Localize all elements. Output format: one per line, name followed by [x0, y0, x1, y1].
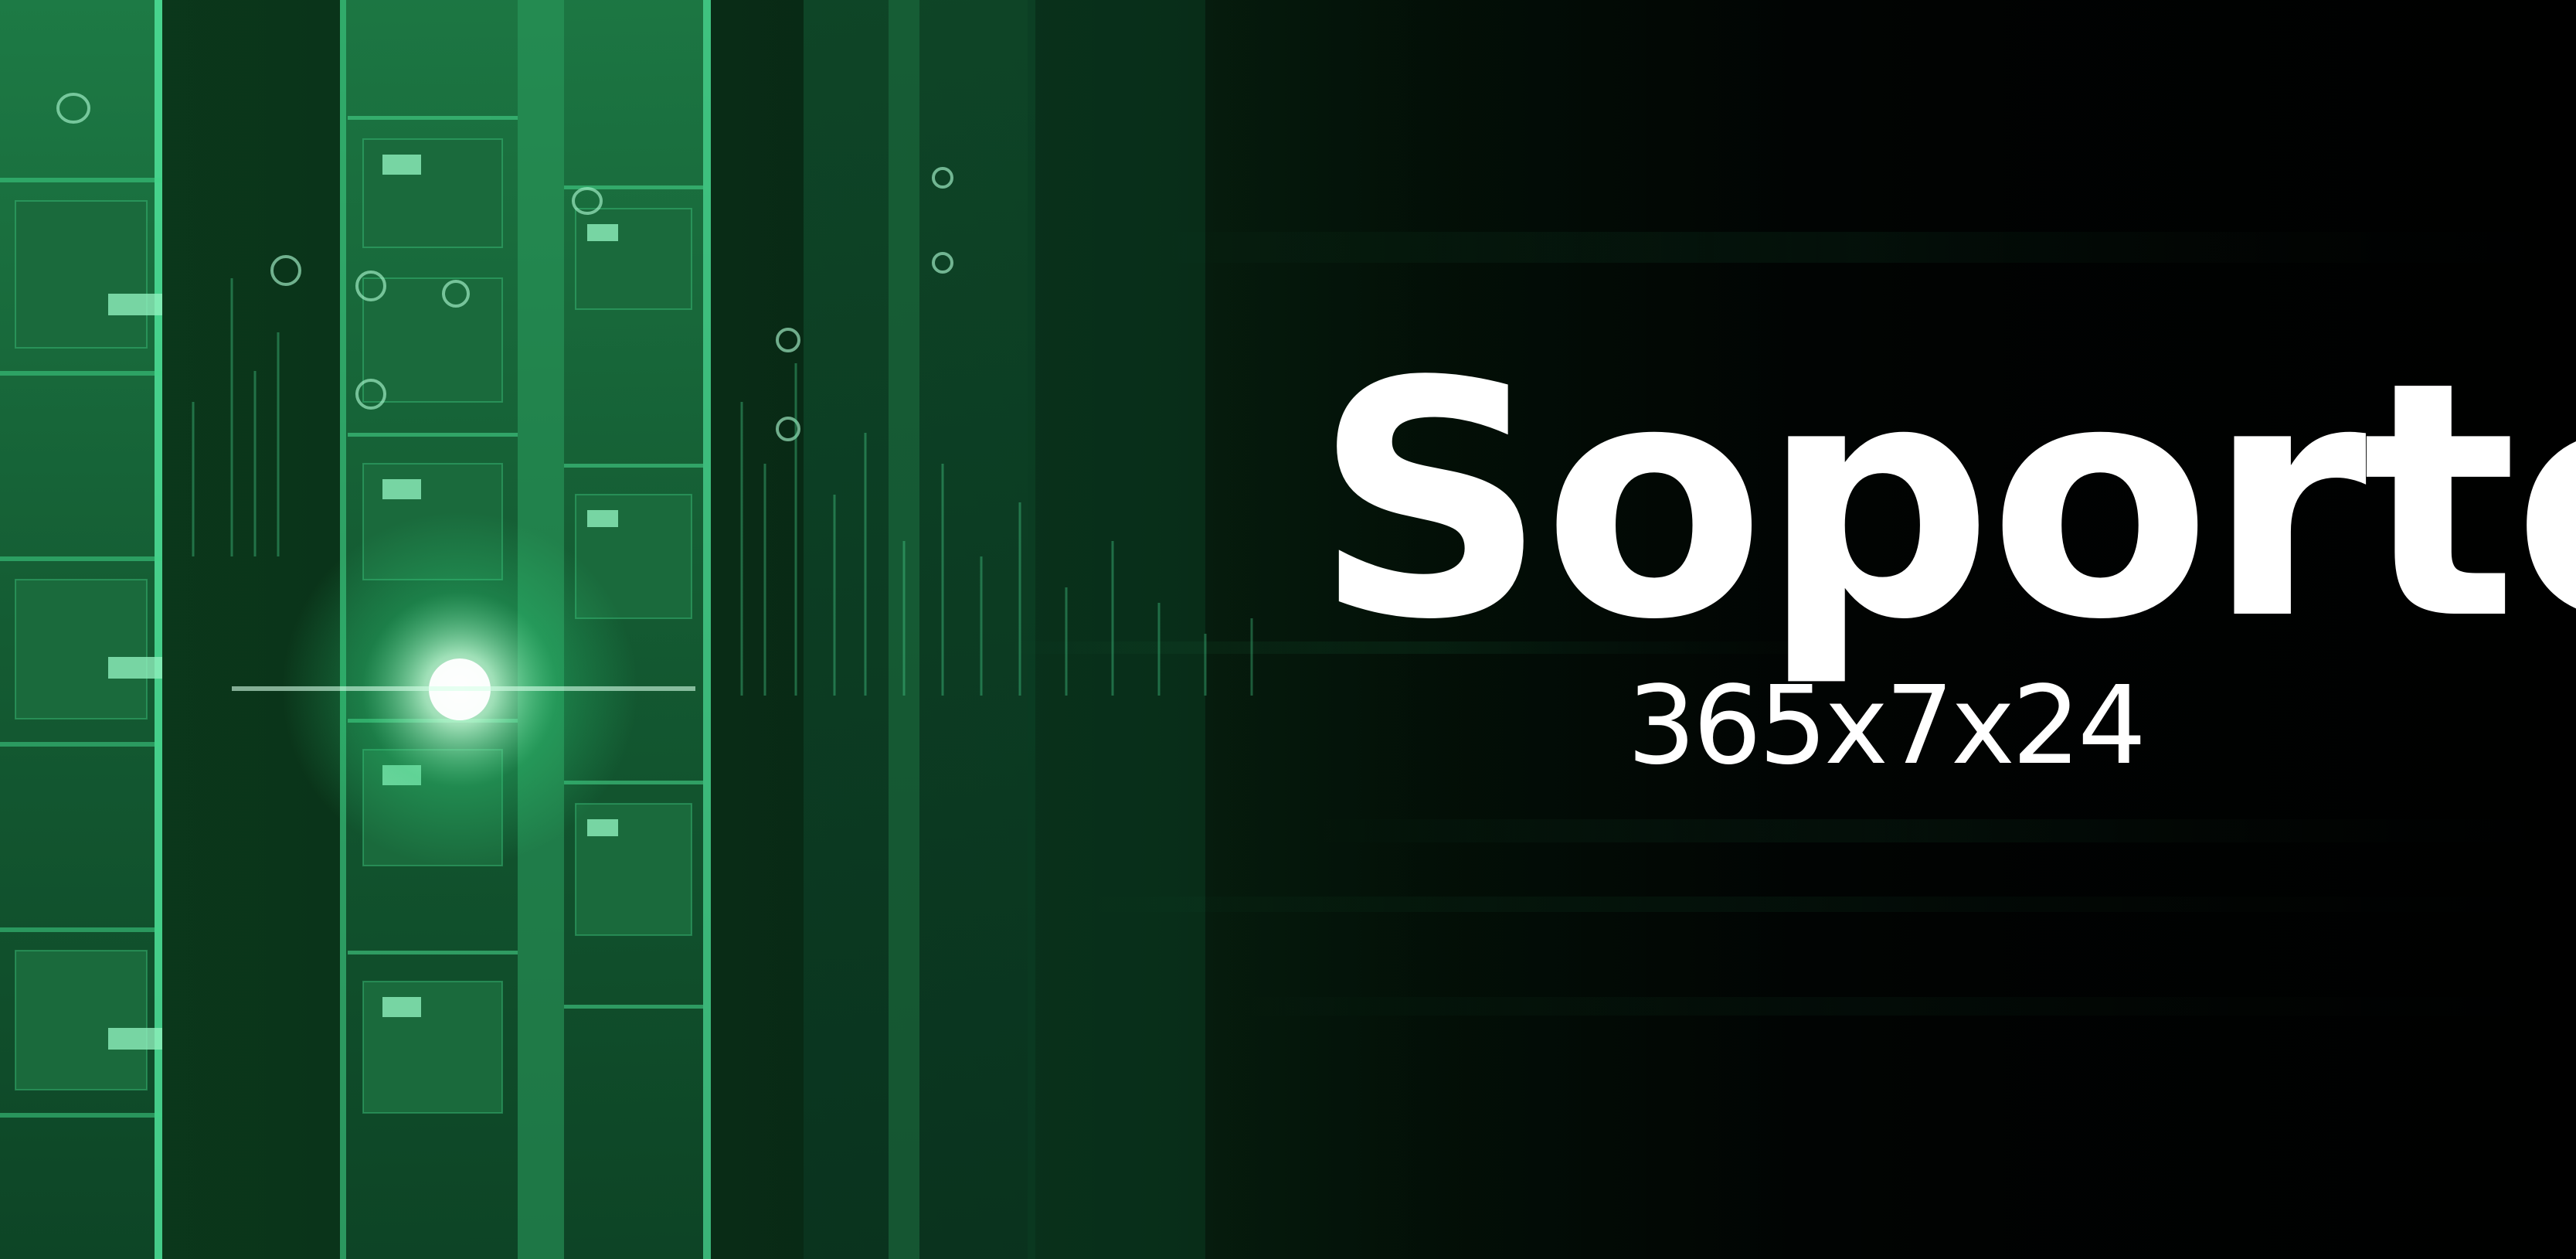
banner-subtitle: 365x7x24 [1626, 663, 2146, 789]
banner-title: Soporte [1313, 313, 2576, 691]
